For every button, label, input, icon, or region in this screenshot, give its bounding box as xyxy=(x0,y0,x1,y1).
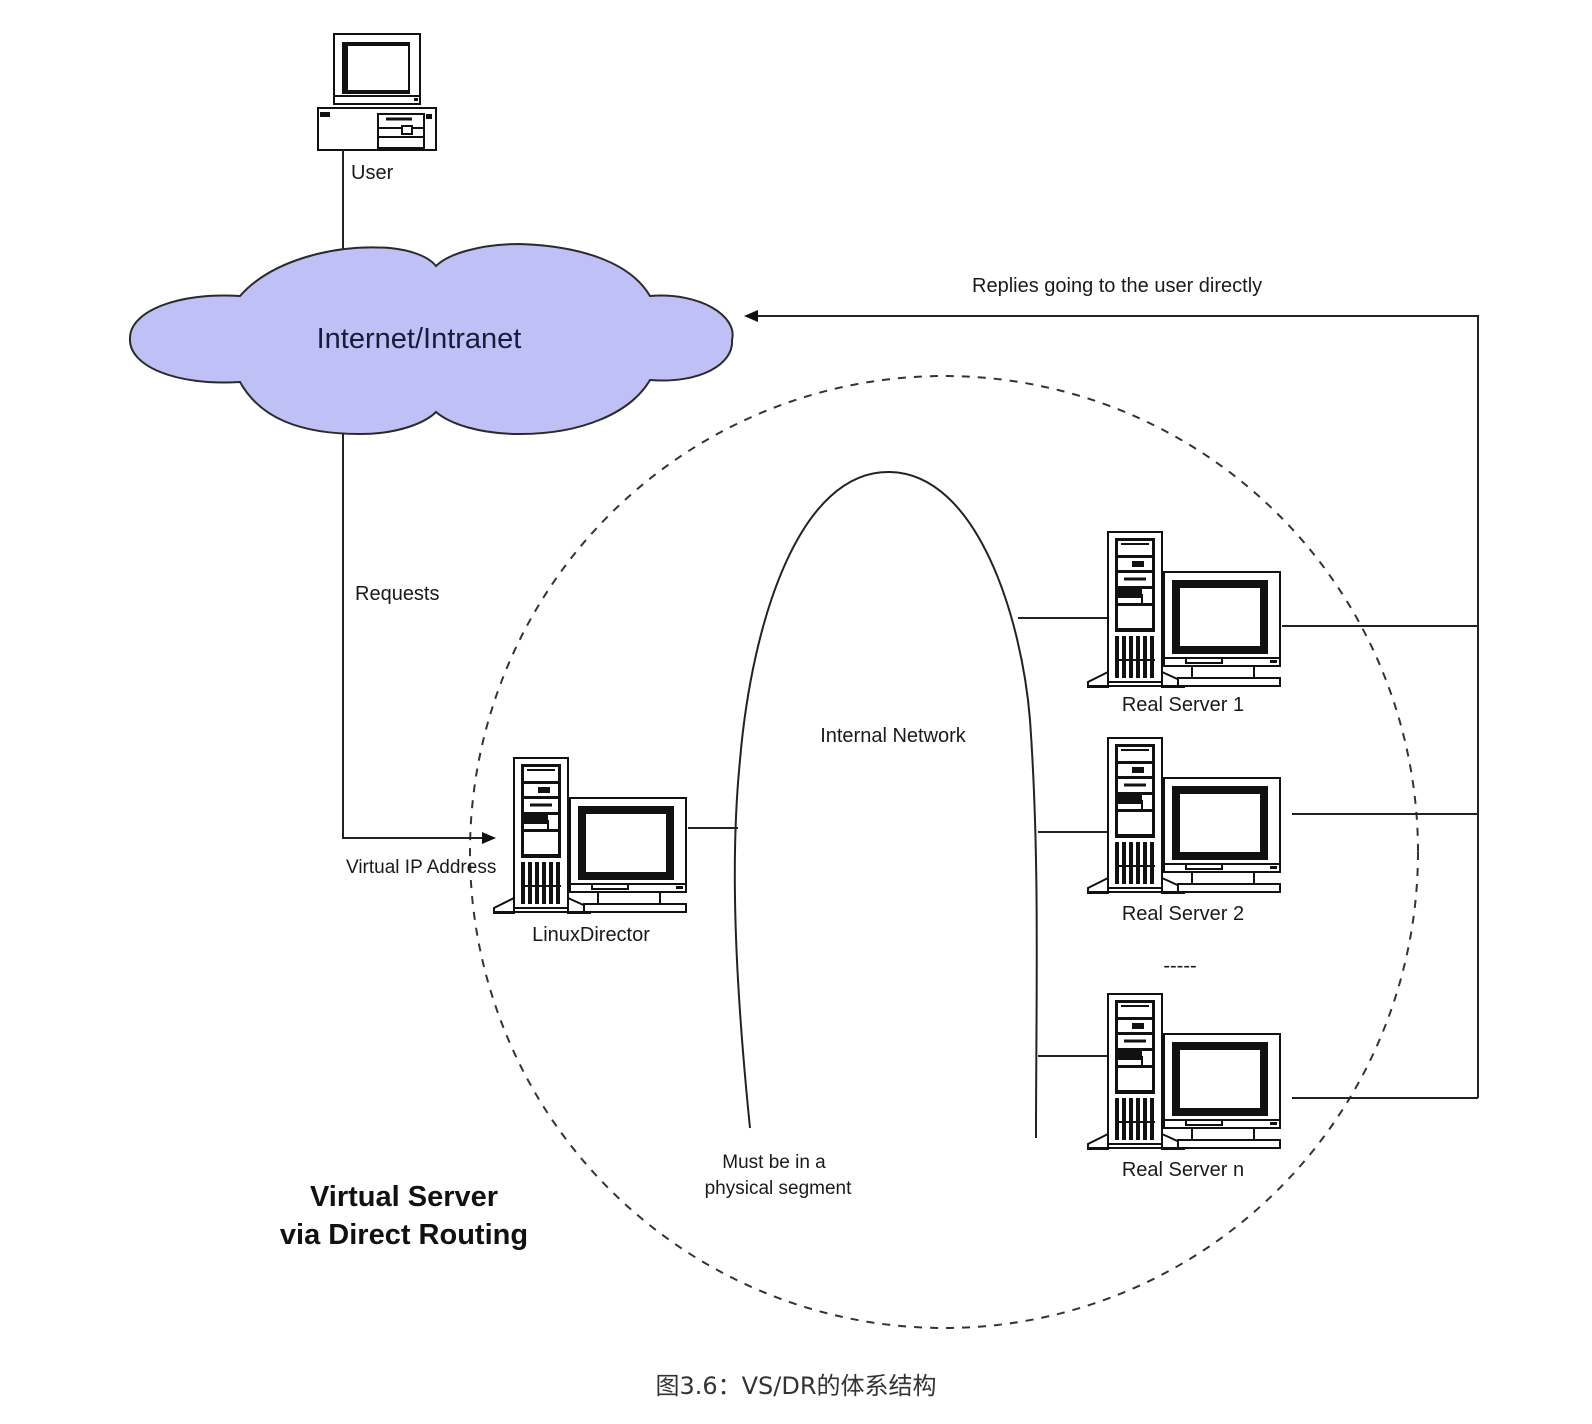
diagram-title-line-2: via Direct Routing xyxy=(280,1219,528,1251)
internal-network-label: Internal Network xyxy=(820,725,967,747)
more-servers-ellipsis: ----- xyxy=(1163,955,1196,977)
replies-label: Replies going to the user directly xyxy=(972,275,1262,297)
linux-director-icon xyxy=(492,756,688,915)
server-1-label: Real Server 1 xyxy=(1122,694,1244,716)
virtual-server-boundary xyxy=(469,375,1419,1329)
replies-path xyxy=(744,310,1479,1098)
real-server-1-icon xyxy=(1086,530,1282,689)
cloud-label: Internet/Intranet xyxy=(317,323,522,355)
server-2-label: Real Server 2 xyxy=(1122,903,1244,925)
diagram-title-line-1: Virtual Server xyxy=(310,1181,498,1213)
segment-note-line-1: Must be in a xyxy=(722,1152,826,1173)
internet-cloud-icon xyxy=(128,242,734,436)
segment-note-line-2: physical segment xyxy=(705,1178,853,1199)
requests-label: Requests xyxy=(355,583,440,605)
vip-label: Virtual IP Address xyxy=(346,857,496,878)
director-label: LinuxDirector xyxy=(532,924,650,946)
figure-caption: 图3.6：VS/DR的体系结构 xyxy=(655,1372,937,1400)
real-server-2-icon xyxy=(1086,736,1282,895)
user-computer-icon xyxy=(316,32,438,152)
user-label: User xyxy=(351,162,394,184)
real-server-n-icon xyxy=(1086,992,1282,1151)
server-n-label: Real Server n xyxy=(1122,1159,1244,1181)
internal-network-arch xyxy=(733,470,1038,1139)
requests-path xyxy=(342,434,496,844)
